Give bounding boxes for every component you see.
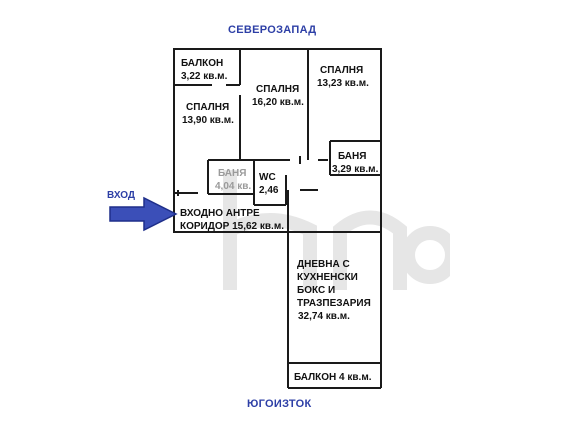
- room-bedroom-1-area: 13,90 кв.м.: [182, 115, 234, 126]
- room-corridor-line2: КОРИДОР 15,62 кв.м.: [180, 221, 284, 232]
- room-bathroom-2-area: 3,29 кв.м.: [332, 164, 379, 175]
- room-bathroom-2: БАНЯ 3,29 кв.м.: [332, 150, 378, 176]
- room-living-line1: ДНЕВНА С: [297, 259, 350, 270]
- room-bedroom-2-area: 16,20 кв.м.: [252, 97, 304, 108]
- room-living-line3: БОКС И: [297, 285, 336, 296]
- room-wc-area: 2,46: [259, 185, 279, 196]
- room-balcony-southeast: БАЛКОН 4 кв.м.: [294, 371, 372, 384]
- room-bedroom-3: СПАЛНЯ 13,23 кв.м.: [317, 64, 369, 90]
- room-balcony-northwest-name: БАЛКОН: [181, 58, 224, 69]
- room-bathroom-1-area: 4,04 кв.: [215, 181, 252, 192]
- room-bedroom-1-name: СПАЛНЯ: [186, 102, 230, 113]
- room-living-line4: ТРАЗПЕЗАРИЯ: [297, 298, 371, 309]
- compass-northwest-label: СЕВЕРОЗАПАД: [228, 24, 317, 36]
- watermark-logo: [223, 170, 450, 290]
- room-bedroom-1: СПАЛНЯ 13,90 кв.м.: [182, 101, 234, 127]
- room-wc: WC 2,46: [259, 171, 278, 197]
- room-bathroom-2-name: БАНЯ: [338, 151, 367, 162]
- room-balcony-northwest: БАЛКОН 3,22 кв.м.: [181, 57, 227, 83]
- room-corridor-line1: ВХОДНО АНТРЕ: [180, 208, 260, 219]
- entry-label: ВХОД: [107, 190, 136, 201]
- room-bathroom-1-name: БАНЯ: [218, 168, 247, 179]
- room-balcony-southeast-name: БАЛКОН 4 кв.м.: [294, 372, 372, 383]
- room-bedroom-3-name: СПАЛНЯ: [320, 65, 364, 76]
- compass-southeast-label: ЮГОИЗТОК: [247, 398, 312, 410]
- room-corridor: ВХОДНО АНТРЕ КОРИДОР 15,62 кв.м.: [180, 207, 284, 233]
- room-balcony-northwest-area: 3,22 кв.м.: [181, 71, 228, 82]
- entry-arrow-icon: [109, 196, 178, 232]
- room-living: ДНЕВНА С КУХНЕНСКИ БОКС И ТРАЗПЕЗАРИЯ 32…: [297, 258, 371, 323]
- room-bedroom-2: СПАЛНЯ 16,20 кв.м.: [252, 83, 304, 109]
- room-living-line2: КУХНЕНСКИ: [297, 272, 358, 283]
- room-bathroom-1: БАНЯ 4,04 кв.: [215, 167, 251, 193]
- room-wc-name: WC: [259, 172, 276, 183]
- room-bedroom-2-name: СПАЛНЯ: [256, 84, 300, 95]
- room-living-area: 32,74 кв.м.: [298, 311, 350, 322]
- room-bedroom-3-area: 13,23 кв.м.: [317, 78, 369, 89]
